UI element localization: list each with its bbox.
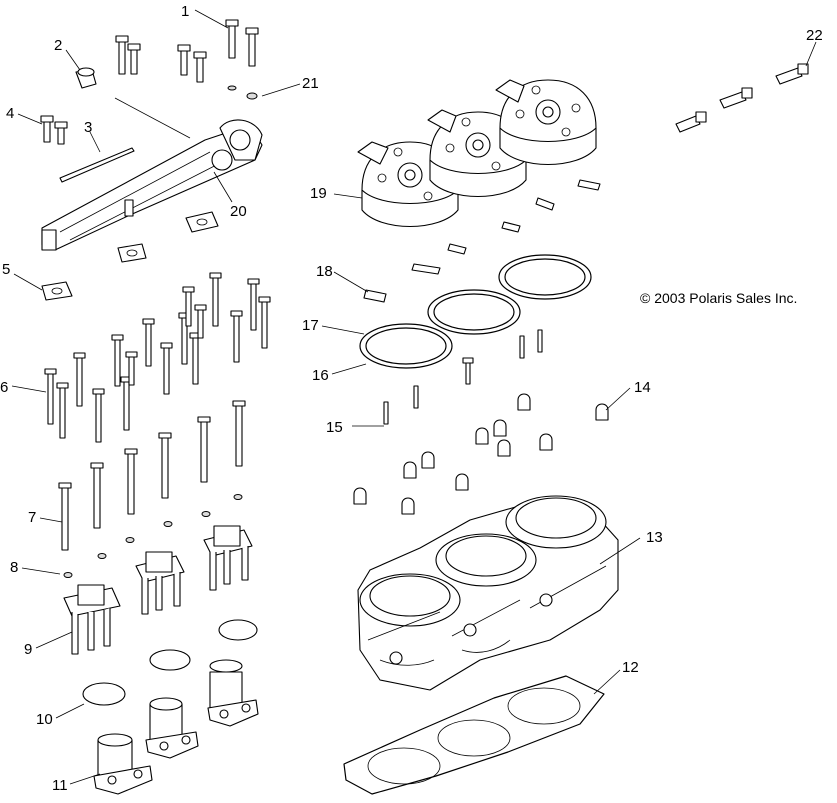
callout-21: 21 — [302, 75, 319, 92]
callout-3: 3 — [84, 119, 92, 136]
top-bolts-group — [40, 19, 259, 145]
callout-8: 8 — [10, 559, 18, 576]
base-gaskets-group — [343, 675, 605, 795]
callout-11: 11 — [52, 777, 68, 794]
callout-13: 13 — [646, 529, 663, 546]
callout-5: 5 — [2, 261, 10, 278]
cylinder-block-part — [357, 495, 619, 691]
small-gaskets-group — [363, 179, 601, 303]
callout-19: 19 — [310, 185, 327, 202]
callout-15: 15 — [326, 419, 343, 436]
valve-housings-group — [63, 525, 253, 655]
callout-16: 16 — [312, 367, 329, 384]
callout-1: 1 — [181, 3, 189, 20]
copyright-notice: © 2003 Polaris Sales Inc. — [640, 290, 797, 306]
studs-group — [58, 400, 246, 551]
flange-gaskets-group — [41, 211, 219, 301]
nuts-group — [353, 393, 609, 515]
cylinder-heads-part — [357, 79, 597, 227]
small-studs-group — [383, 329, 543, 425]
plug-fitting-part — [75, 67, 97, 89]
water-manifold-part — [41, 119, 263, 251]
callout-9: 9 — [24, 641, 32, 658]
washers-group — [63, 494, 243, 578]
callout-10: 10 — [36, 711, 53, 728]
callout-14: 14 — [634, 379, 651, 396]
callout-labels-group: 1 2 3 4 5 6 7 8 9 10 11 12 13 14 15 16 1… — [0, 3, 823, 794]
callout-6: 6 — [0, 379, 8, 396]
leader-line-manifold — [114, 97, 191, 139]
callout-7: 7 — [28, 509, 36, 526]
callout-18: 18 — [316, 263, 333, 280]
callout-17: 17 — [302, 317, 319, 334]
gasket-strip-part — [59, 147, 135, 183]
callout-12: 12 — [622, 659, 639, 676]
actuators-group — [93, 659, 259, 795]
o-rings-group — [82, 619, 258, 706]
callout-4: 4 — [6, 105, 14, 122]
callout-2: 2 — [54, 37, 62, 54]
spark-plugs-group — [675, 63, 809, 133]
leader-lines-group — [11, 9, 817, 785]
callout-22: 22 — [806, 27, 823, 44]
callout-20: 20 — [230, 203, 247, 220]
head-gaskets-group — [359, 254, 592, 369]
long-bolts-group — [44, 272, 271, 443]
